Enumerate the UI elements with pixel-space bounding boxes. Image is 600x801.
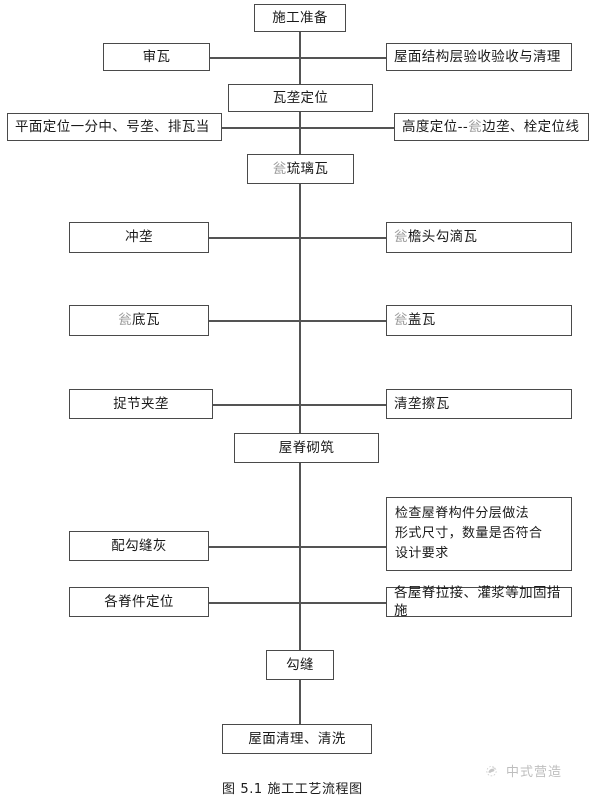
connector-branch-chonglong — [209, 237, 386, 239]
node-plane-positioning[interactable]: 平面定位一分中、号垄、排瓦当 — [7, 113, 222, 141]
node-eave-drip-tile[interactable]: 瓮檐头勾滴瓦 — [386, 222, 572, 253]
node-glazed-tile[interactable]: 瓮琉璃瓦 — [247, 154, 354, 184]
faded-glyph: 瓮 — [394, 312, 408, 329]
node-pointing-mortar-mix[interactable]: 配勾缝灰 — [69, 531, 209, 561]
watermark-label: 中式营造 — [506, 765, 563, 780]
node-cover-tile[interactable]: 瓮盖瓦 — [386, 305, 572, 336]
figure-caption: 图 5.1 施工工艺流程图 — [222, 782, 363, 797]
connector-spine-5 — [299, 680, 301, 724]
node-chonglong[interactable]: 冲垄 — [69, 222, 209, 253]
node-bottom-tile[interactable]: 瓮底瓦 — [69, 305, 209, 336]
connector-spine-4 — [299, 463, 301, 650]
node-ridge-tie-grouting[interactable]: 各屋脊拉接、灌浆等加固措施 — [386, 585, 572, 619]
connector-branch-diwa — [209, 320, 386, 322]
node-construction-preparation[interactable]: 施工准备 — [254, 4, 346, 32]
faded-glyph: 瓮 — [468, 118, 483, 135]
node-ridge-component-check[interactable]: 检查屋脊构件分层做法 形式尺寸，数量是否符合 设计要求 — [386, 497, 572, 571]
connector-branch-peigou — [209, 546, 386, 548]
connector-branch-gejijian — [209, 602, 386, 604]
faded-glyph: 瓮 — [272, 160, 287, 177]
brand-sparkle-icon — [486, 766, 497, 777]
node-height-positioning[interactable]: 高度定位--瓮边垄、栓定位线 — [394, 113, 589, 141]
node-tile-inspection[interactable]: 审瓦 — [103, 43, 210, 71]
glazed-tile-text: 琉璃瓦 — [286, 160, 329, 177]
faded-glyph: 瓮 — [118, 312, 133, 329]
connector-branch-shenwa — [210, 57, 386, 59]
node-roof-structure-acceptance[interactable]: 屋面结构层验收验收与清理 — [386, 43, 572, 71]
bottom-tile-text: 底瓦 — [132, 312, 160, 329]
connector-branch-pingmian — [222, 127, 394, 129]
cover-tile-text: 盖瓦 — [407, 312, 436, 329]
node-clean-ridge-wipe-tile[interactable]: 清垄擦瓦 — [386, 389, 572, 419]
node-pointing[interactable]: 勾缝 — [266, 650, 334, 680]
watermark: 中式营造 — [483, 761, 562, 780]
node-roof-cleaning[interactable]: 屋面清理、清洗 — [222, 724, 372, 754]
height-positioning-text: 高度定位-- — [402, 118, 469, 135]
connector-spine-2 — [299, 112, 301, 156]
node-ridge-masonry[interactable]: 屋脊砌筑 — [234, 433, 379, 463]
node-ridge-part-positioning[interactable]: 各脊件定位 — [69, 587, 209, 617]
node-joint-clamping[interactable]: 捉节夹垄 — [69, 389, 213, 419]
connector-spine-3 — [299, 184, 301, 433]
connector-spine-1 — [299, 32, 301, 85]
connector-branch-zhuojie — [213, 404, 386, 406]
faded-glyph: 瓮 — [394, 229, 408, 246]
node-tile-ridge-positioning[interactable]: 瓦垄定位 — [228, 84, 373, 112]
eave-drip-tile-text: 檐头勾滴瓦 — [407, 229, 478, 246]
height-positioning-tail: 边垄、栓定位线 — [482, 118, 580, 135]
